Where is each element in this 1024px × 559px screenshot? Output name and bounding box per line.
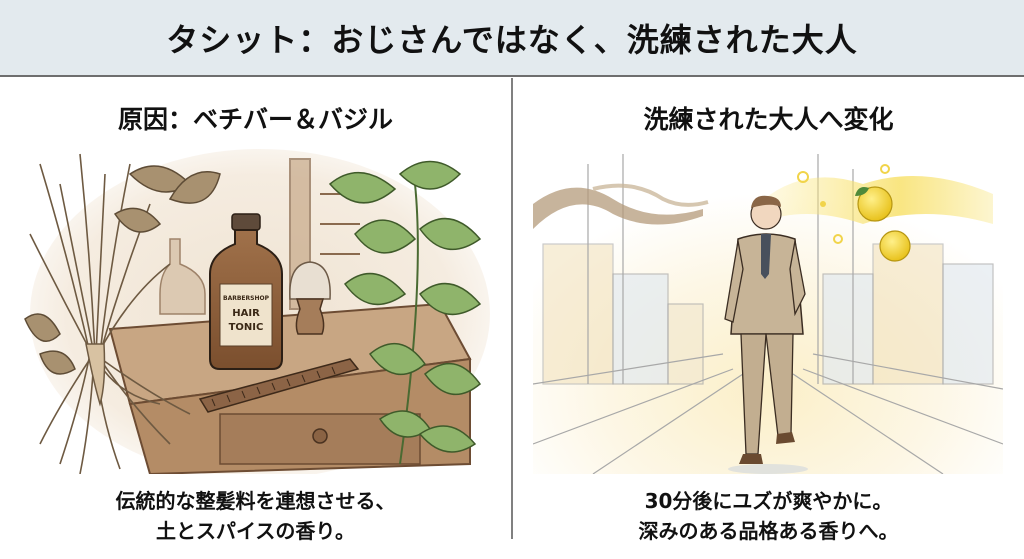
transformation-caption: 30分後にユズが爽やかに。 深みのある品格ある香りへ。 bbox=[513, 486, 1024, 546]
earthy-scent-trail bbox=[533, 183, 709, 229]
cause-caption: 伝統的な整髪料を連想させる、 土とスパイスの香り。 bbox=[0, 486, 511, 546]
svg-text:BARBERSHOP: BARBERSHOP bbox=[223, 295, 270, 302]
cause-heading: 原因：ベチバー＆バジル bbox=[117, 105, 393, 134]
man-in-suit bbox=[724, 195, 808, 474]
barbershop-illustration: BARBERSHOP HAIR TONIC bbox=[24, 149, 490, 474]
transformation-caption-line1: 30分後にユズが爽やかに。 bbox=[644, 489, 893, 513]
transformation-heading: 洗練された大人へ変化 bbox=[643, 105, 894, 134]
yuzu-fruits bbox=[855, 186, 911, 262]
title-banner: タシット：おじさんではなく、洗練された大人 bbox=[0, 0, 1024, 77]
comb bbox=[198, 358, 360, 413]
vetiver-roots bbox=[29, 153, 191, 474]
dried-basil-leaves bbox=[24, 165, 221, 375]
svg-text:TONIC: TONIC bbox=[229, 322, 264, 333]
city-buildings bbox=[533, 154, 1003, 474]
green-basil-plant bbox=[328, 160, 482, 465]
transformation-caption-line2: 深みのある品格ある香りへ。 bbox=[638, 519, 899, 543]
hair-tonic-bottle: BARBERSHOP HAIR TONIC bbox=[209, 213, 283, 370]
page-title: タシット：おじさんではなく、洗練された大人 bbox=[166, 20, 858, 59]
cause-caption-line2: 土とスパイスの香り。 bbox=[156, 519, 355, 543]
shaving-brush bbox=[289, 261, 331, 335]
wooden-counter bbox=[108, 302, 472, 474]
city-walk-illustration bbox=[533, 144, 1003, 474]
cause-panel: 原因：ベチバー＆バジル bbox=[0, 78, 511, 559]
svg-text:HAIR: HAIR bbox=[232, 308, 260, 319]
transformation-panel: 洗練された大人へ変化 bbox=[513, 78, 1024, 559]
panel-divider bbox=[511, 78, 513, 539]
cause-caption-line1: 伝統的な整髪料を連想させる、 bbox=[115, 489, 396, 513]
